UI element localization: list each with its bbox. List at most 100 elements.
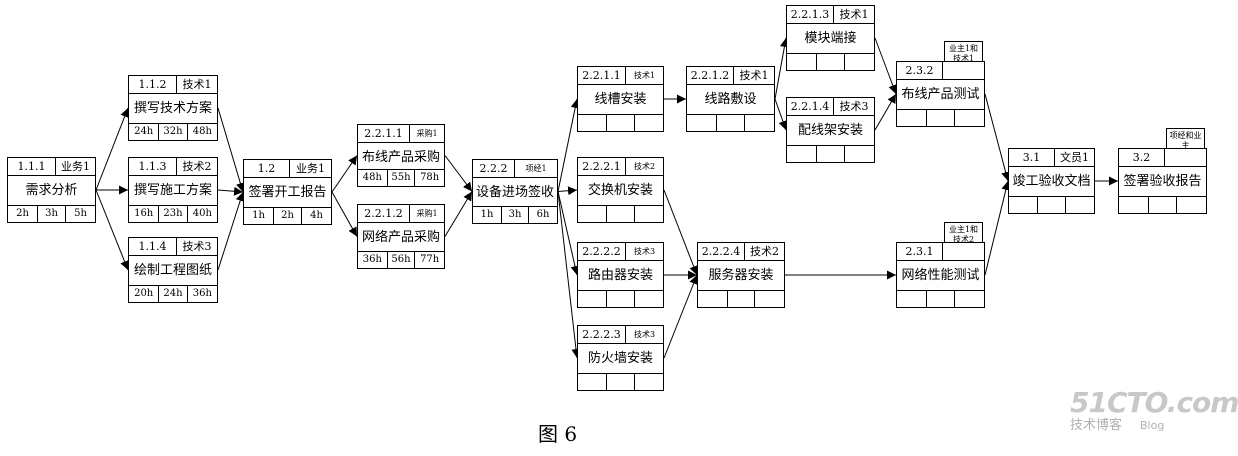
- task-name: 竣工验收文档: [1012, 174, 1091, 189]
- task-id: 2.2.2: [473, 160, 515, 177]
- edges-layer: [95, 37, 1118, 359]
- duration-likely: 23h: [158, 206, 188, 222]
- task-header: 2.2.2.3 技术3: [578, 326, 663, 344]
- watermark-sub-text: 技术博客: [1070, 418, 1123, 433]
- task-role: 技术3: [633, 330, 656, 339]
- task-name: 撰写施工方案: [133, 183, 212, 198]
- task-header: 2.3.1: [897, 243, 984, 261]
- duration-optimistic: 24h: [134, 126, 154, 137]
- task-id: 2.2.1.4: [787, 98, 834, 115]
- duration-pessimistic: 5h: [74, 208, 87, 219]
- task-durations: [578, 205, 663, 222]
- duration-likely: 55h: [386, 170, 416, 186]
- task-header: 2.3.2: [897, 62, 984, 80]
- duration-likely: 3h: [37, 206, 66, 222]
- duration-optimistic: 48h: [362, 172, 382, 183]
- task-durations: 1h 2h 4h: [244, 207, 331, 224]
- duration-optimistic: [1009, 197, 1037, 213]
- duration-optimistic: [578, 115, 606, 131]
- task-id: 2.2.2.3: [578, 326, 626, 343]
- edge-n222-to-n22211: [557, 98, 580, 192]
- duration-optimistic: [787, 146, 816, 162]
- task-header: 2.2.2.4 技术2: [698, 243, 784, 261]
- task-id: 2.2.2.4: [698, 243, 745, 260]
- watermark-blog: Blog: [1140, 419, 1165, 432]
- task-node-n32: 3.2 签署验收报告: [1118, 148, 1207, 214]
- task-durations: [578, 373, 663, 390]
- task-durations: [1009, 196, 1094, 213]
- duration-optimistic: 2h: [16, 208, 29, 219]
- task-id: 2.2.2.1: [578, 158, 626, 175]
- task-role: 业务1: [296, 162, 325, 175]
- edge-n111-to-n114: [95, 189, 129, 271]
- task-name: 需求分析: [25, 183, 78, 198]
- task-role: 采购1: [416, 129, 438, 138]
- task-id: 3.1: [1009, 149, 1055, 166]
- duration-pessimistic: 77h: [420, 254, 440, 265]
- duration-optimistic: 1h: [252, 210, 265, 221]
- duration-optimistic: [698, 291, 727, 307]
- duration-likely: [926, 110, 955, 126]
- task-durations: [787, 145, 874, 162]
- task-name: 签署验收报告: [1123, 174, 1202, 189]
- duration-pessimistic: 4h: [310, 210, 323, 221]
- edge-n231-to-n31: [984, 180, 1011, 276]
- duration-pessimistic: 6h: [536, 209, 550, 220]
- edge-n113-to-n12: [217, 186, 244, 196]
- duration-optimistic: [578, 374, 606, 390]
- duration-pessimistic: [955, 291, 984, 307]
- edge-n111-to-n112: [95, 107, 129, 191]
- task-id: 2.2.2.2: [578, 243, 626, 260]
- duration-optimistic: [897, 291, 926, 307]
- task-durations: 2h 3h 5h: [8, 205, 95, 222]
- duration-likely: [816, 54, 845, 70]
- duration-likely: 2h: [273, 208, 302, 224]
- duration-pessimistic: 36h: [192, 288, 212, 299]
- edge-n222-to-n22223: [557, 191, 581, 359]
- task-durations: [687, 114, 774, 131]
- duration-pessimistic: [845, 146, 874, 162]
- task-id: 2.2.1.2: [358, 205, 410, 222]
- duration-likely: [726, 291, 756, 307]
- edge-n114-to-n12: [217, 191, 245, 271]
- task-durations: [897, 290, 984, 307]
- task-role: 技术3: [839, 100, 869, 113]
- task-header: 3.2: [1119, 149, 1206, 167]
- task-name: 布线产品采购: [361, 150, 440, 165]
- duration-optimistic: 20h: [134, 288, 154, 299]
- edge-n12-to-n2211: [331, 155, 358, 193]
- edge-n22212-to-n22214: [774, 98, 788, 131]
- task-name: 防火墙安装: [587, 351, 653, 366]
- edge-n112-to-n12: [217, 107, 245, 193]
- duration-likely: 32h: [158, 124, 188, 140]
- task-id: 2.2.1.1: [358, 125, 410, 142]
- task-name: 路由器安装: [587, 268, 653, 283]
- duration-optimistic: [787, 54, 816, 70]
- edge-n12-to-n2212: [331, 191, 358, 237]
- duration-pessimistic: [635, 374, 663, 390]
- task-role: 技术2: [750, 245, 779, 258]
- edge-n2211-to-n222: [444, 155, 473, 192]
- duration-likely: [1037, 197, 1066, 213]
- task-role: 技术2: [182, 160, 212, 173]
- edge-n222-to-n22222: [557, 191, 580, 276]
- duration-likely: [1148, 197, 1177, 213]
